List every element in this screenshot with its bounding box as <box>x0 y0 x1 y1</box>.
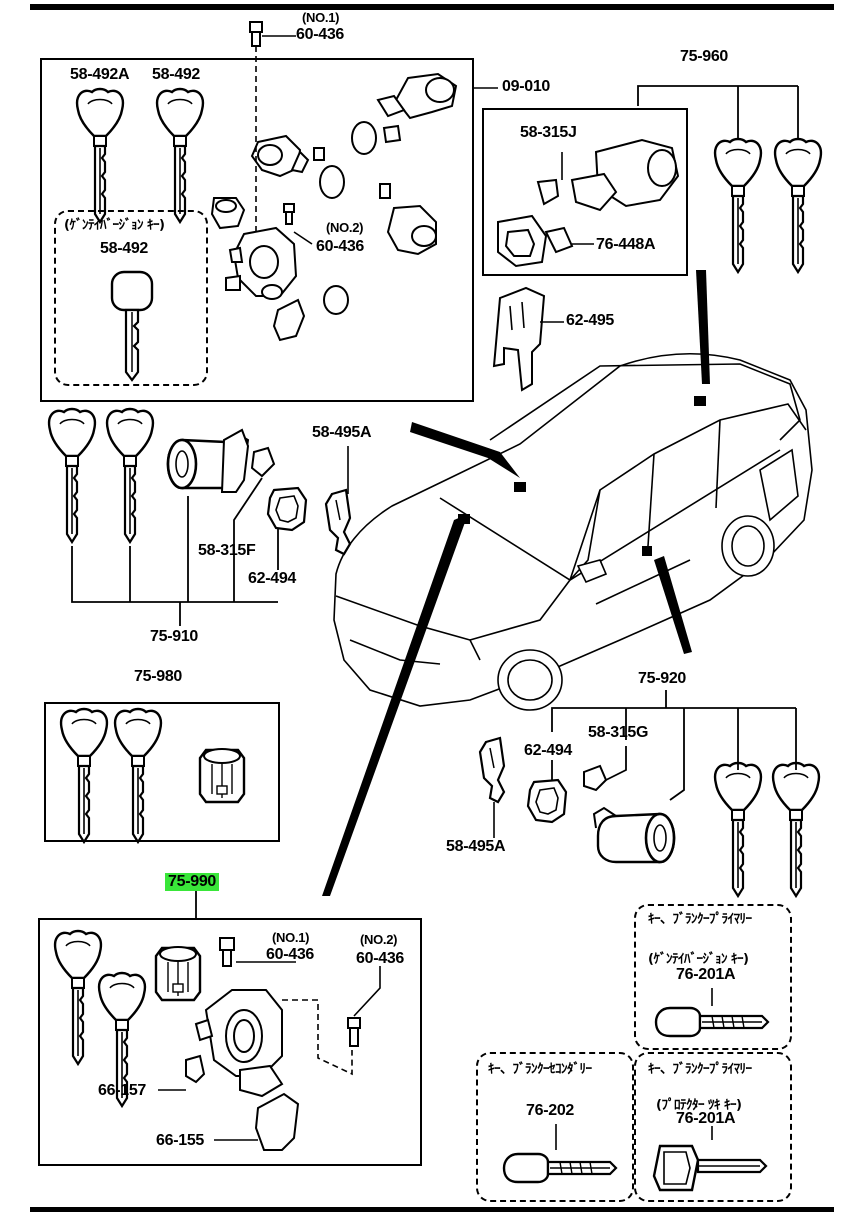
label-76-202: 76-202 <box>526 1102 575 1119</box>
label-60-436-top: 60-436 <box>296 26 345 43</box>
car-body <box>333 352 813 711</box>
label-66-157: 66-157 <box>98 1082 147 1099</box>
label-key-blank-secondary: ｷｰ、ﾌﾞﾗﾝｸｰｾｺﾝﾀﾞﾘｰ <box>488 1062 592 1077</box>
label-58-315f: 58-315F <box>198 542 256 559</box>
label-58-315j: 58-315J <box>520 124 577 141</box>
label-key-blank-primary-1: ｷｰ、ﾌﾞﾗﾝｸｰﾌﾟﾗｲﾏﾘｰ <box>648 912 752 927</box>
label-75-920: 75-920 <box>638 670 687 687</box>
label-key-blank-primary-2: ｷｰ、ﾌﾞﾗﾝｸｰﾌﾟﾗｲﾏﾘｰ <box>648 1062 752 1077</box>
lock-assembly-parts <box>210 72 458 342</box>
label-genteiban-key-2: (ｹﾞﾝﾃｲﾊﾞｰｼﾞｮﾝ ｷｰ) <box>648 952 749 967</box>
label-58-492-mid: 58-492 <box>100 240 149 257</box>
label-no1-top: (NO.1) <box>302 10 340 25</box>
label-no1-bottom: (NO.1) <box>272 930 310 945</box>
label-09-010: 09-010 <box>502 78 551 95</box>
label-no2-bottom: (NO.2) <box>360 932 398 947</box>
label-58-495a-top: 58-495A <box>312 424 372 441</box>
lock-set-75-990 <box>53 890 381 1151</box>
label-58-492-top: 58-492 <box>152 66 201 83</box>
label-protector-key: (ﾌﾟﾛﾃｸﾀｰ ﾂｷ ｷｰ) <box>656 1098 742 1113</box>
label-60-436-b2: 60-436 <box>356 950 405 967</box>
label-60-436-mid: 60-436 <box>316 238 365 255</box>
screw-60-436-no1 <box>249 21 263 47</box>
label-60-436-b1: 60-436 <box>266 946 315 963</box>
bracket-62-495 <box>492 286 564 392</box>
protector-key <box>652 1144 768 1192</box>
label-75-960: 75-960 <box>680 48 729 65</box>
lock-set-75-960 <box>497 85 823 274</box>
label-no2-mid: (NO.2) <box>326 220 364 235</box>
box-75-980 <box>44 702 280 842</box>
lock-set-75-910 <box>47 407 308 626</box>
label-66-155: 66-155 <box>156 1132 205 1149</box>
lock-set-75-920 <box>478 690 821 898</box>
dashed-box-primary-2 <box>634 1052 792 1202</box>
label-58-492a: 58-492A <box>70 66 130 83</box>
label-62-494-left: 62-494 <box>248 570 297 587</box>
box-75-960-inner <box>482 108 688 276</box>
label-76-201a-bottom: 76-201A <box>676 1110 736 1127</box>
dashed-box-primary-1 <box>634 904 792 1050</box>
label-62-495: 62-495 <box>566 312 615 329</box>
label-genteiban-key: (ｹﾞﾝﾃｲﾊﾞｰｼﾞｮﾝ ｷｰ) <box>64 218 165 233</box>
box-75-990 <box>38 918 422 1166</box>
dashed-box-secondary <box>476 1052 634 1202</box>
ignition-set-09-010 <box>75 21 498 382</box>
label-58-495a-bottom: 58-495A <box>446 838 506 855</box>
label-75-980: 75-980 <box>134 668 183 685</box>
label-76-201a-top: 76-201A <box>676 966 736 983</box>
clip-58-495a-top <box>324 446 352 556</box>
label-75-910: 75-910 <box>150 628 199 645</box>
label-62-494-right: 62-494 <box>524 742 573 759</box>
screw-60-436-no2 <box>283 203 295 225</box>
dashed-box-genteiban <box>54 210 208 386</box>
key-blanks <box>502 988 770 1192</box>
label-76-448a: 76-448A <box>596 236 656 253</box>
key-58-492-round <box>110 270 154 382</box>
label-58-315g: 58-315G <box>588 724 649 741</box>
label-75-990: 75-990 <box>165 873 220 891</box>
box-09-010 <box>40 58 474 402</box>
location-pointers <box>322 270 710 896</box>
